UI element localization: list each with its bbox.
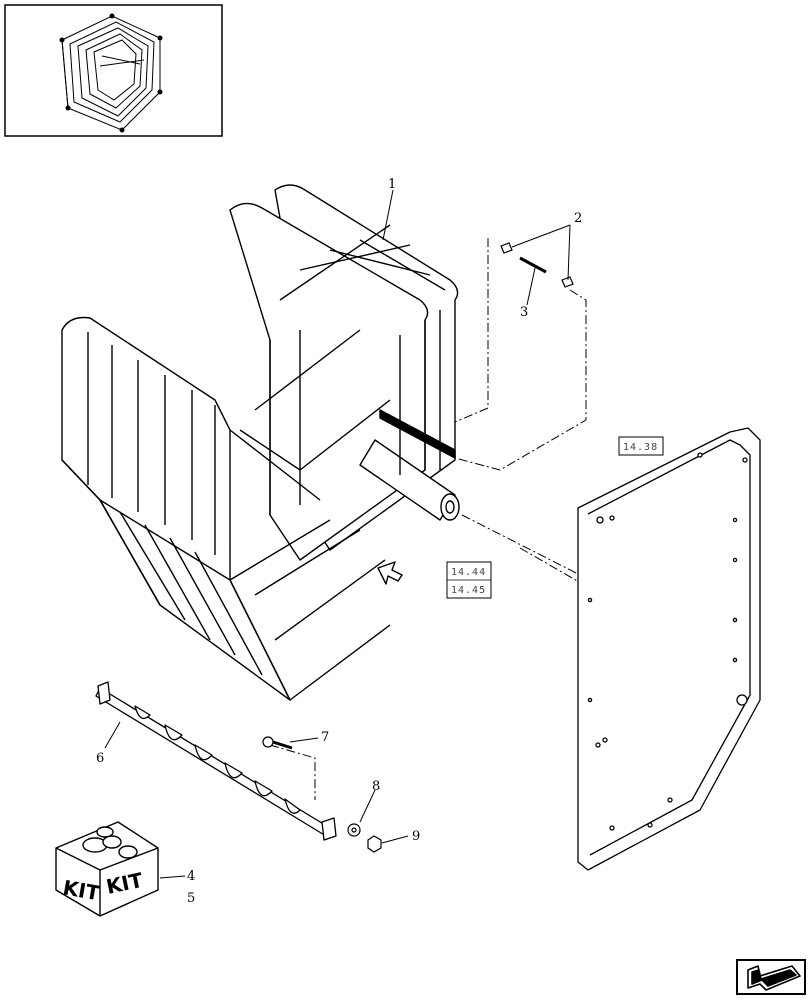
- ref-box-14-38[interactable]: 14.38: [618, 436, 664, 456]
- callout-3: 3: [520, 305, 528, 320]
- thumbnail-inset: [4, 4, 223, 137]
- auger-shaft: [95, 681, 337, 841]
- callout-1: 1: [388, 177, 396, 192]
- thumbnail-drum-icon: [59, 13, 163, 133]
- ref-14-38-text: 14.38: [623, 442, 658, 453]
- hardware-parts: [262, 736, 382, 853]
- callout-9: 9: [412, 829, 420, 844]
- ref-14-45-text: 14.45: [451, 585, 486, 596]
- next-page-arrow-button[interactable]: [736, 959, 806, 995]
- callout-8: 8: [372, 779, 380, 794]
- callout-5: 5: [187, 891, 195, 906]
- kit-box: [55, 821, 159, 917]
- callout-leaders: [104, 189, 571, 879]
- callout-2: 2: [574, 211, 582, 226]
- pin-parts: [500, 242, 574, 288]
- belt-drum-assembly: [61, 184, 460, 701]
- callout-4: 4: [187, 869, 195, 884]
- kit-label-left: KIT: [61, 875, 102, 905]
- arrow-icon: [747, 965, 801, 991]
- ref-14-44-text: 14.44: [451, 567, 486, 578]
- callout-7: 7: [321, 730, 329, 745]
- callout-6: 6: [96, 751, 104, 766]
- side-panel: [577, 427, 761, 871]
- ref-box-14-44[interactable]: 14.44 14.45: [446, 561, 492, 599]
